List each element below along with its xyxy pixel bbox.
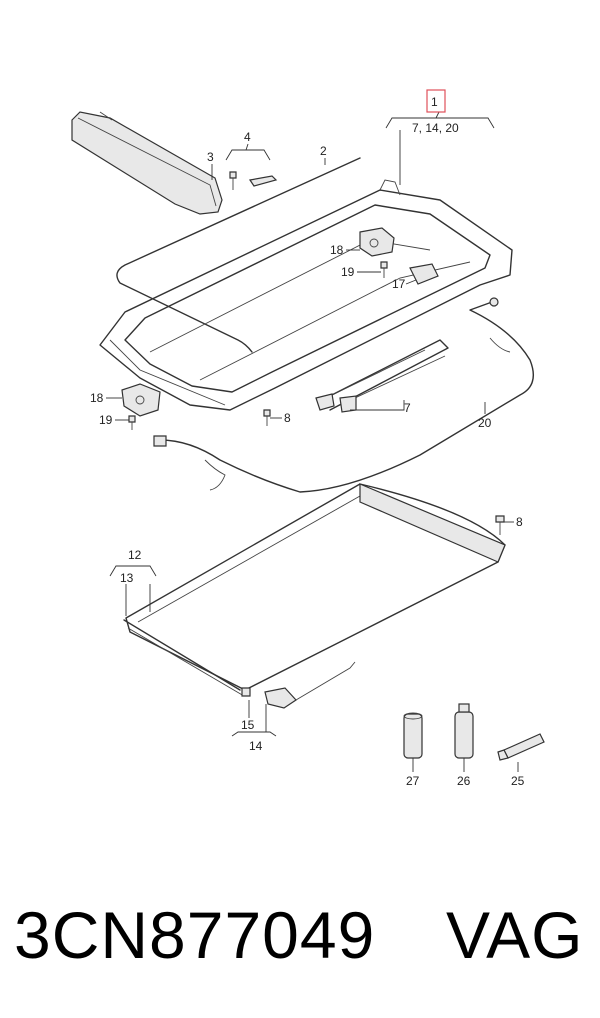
callout-7: 7	[404, 401, 411, 415]
callout-17: 17	[392, 277, 406, 291]
part-25-tube	[497, 733, 545, 761]
callout-8-shade: 8	[516, 515, 523, 529]
callout-19-upper: 19	[341, 265, 355, 279]
callout-27: 27	[406, 774, 420, 788]
part-14-slider	[241, 661, 356, 709]
footer: 3CN877049 VAG	[0, 890, 600, 980]
highlight-box-part-1	[426, 89, 446, 113]
callout-15: 15	[241, 718, 255, 732]
part-number: 3CN877049	[14, 898, 376, 972]
part-27-canister	[403, 712, 423, 759]
part-2-seal	[116, 157, 361, 353]
part-3-deflector-trim	[71, 111, 223, 215]
callout-4: 4	[244, 130, 251, 144]
callout-20: 20	[478, 416, 492, 430]
callout-14: 14	[249, 739, 263, 753]
part-17-block	[409, 263, 439, 285]
part-19-screw-lower	[128, 415, 136, 430]
callout-1-refs: 7, 14, 20	[412, 121, 459, 135]
part-8-screw-frame	[263, 409, 271, 426]
callout-3: 3	[207, 150, 214, 164]
callout-18-upper: 18	[330, 243, 344, 257]
part-4-clip	[229, 171, 278, 190]
callout-1: 1	[431, 95, 438, 109]
part-12-sunshade	[123, 483, 506, 697]
callout-8-frame: 8	[284, 411, 291, 425]
part-20-drain-hose	[153, 297, 534, 493]
callout-18-lower: 18	[90, 391, 104, 405]
sunroof-exploded-diagram: 1 7, 14, 20 2 3 4 18 19 17 18 19 8 7 20 …	[71, 89, 545, 788]
part-19-screw-upper	[380, 261, 388, 278]
leader-lines	[106, 109, 519, 772]
part-26-canister	[454, 703, 474, 759]
callout-13: 13	[120, 571, 134, 585]
callout-12: 12	[128, 548, 142, 562]
part-18-motor-upper	[359, 227, 395, 257]
part-8-screw-shade	[495, 515, 505, 535]
callout-2: 2	[320, 144, 327, 158]
brand-label: VAG	[446, 898, 584, 972]
callout-26: 26	[457, 774, 471, 788]
callout-25: 25	[511, 774, 525, 788]
callout-19-lower: 19	[99, 413, 113, 427]
part-1-sunroof-frame	[99, 179, 513, 411]
part-7-mechanism	[315, 339, 449, 413]
part-18-motor-lower	[121, 383, 161, 417]
